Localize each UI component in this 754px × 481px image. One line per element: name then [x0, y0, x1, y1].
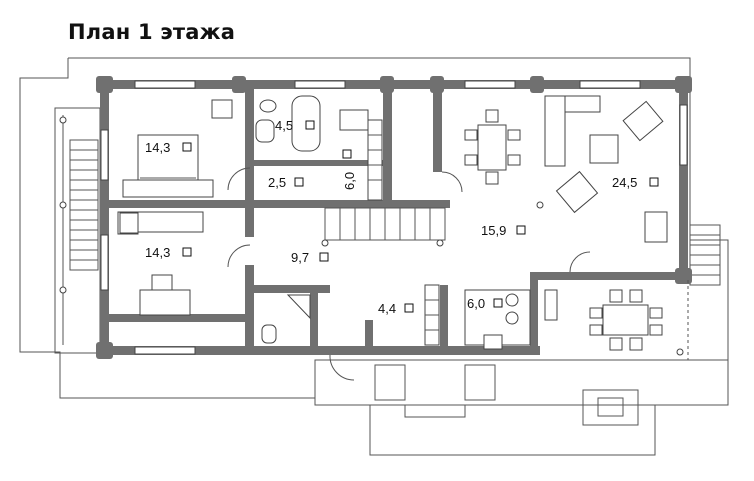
area-square-icon	[649, 177, 659, 187]
room-label-hall-small: 2,5	[268, 175, 304, 190]
area-square-icon	[319, 252, 329, 262]
area-text: 9,7	[291, 250, 309, 265]
area-square-icon	[404, 303, 414, 313]
door-swings	[227, 167, 591, 381]
room-label-bedroom-1: 14,3	[145, 140, 192, 155]
room-label-corridor: 9,7	[291, 250, 329, 265]
room-label-stair-hall: 15,9	[481, 223, 526, 238]
dining-set-1	[464, 109, 521, 185]
area-square-icon	[516, 225, 526, 235]
room-label-bedroom-2: 14,3	[145, 245, 192, 260]
porch-outline	[314, 359, 729, 406]
room-label-bathroom: 4,5	[275, 118, 315, 133]
sauna-bench	[367, 119, 383, 201]
area-text: 15,9	[481, 223, 506, 238]
fireplace	[644, 211, 668, 243]
area-text: 14,3	[145, 140, 170, 155]
area-text: 6,0	[467, 296, 485, 311]
sofa-set	[544, 95, 619, 167]
area-text: 2,5	[268, 175, 286, 190]
interior-walls	[100, 82, 538, 355]
area-square-icon	[182, 142, 192, 152]
area-text: 4,5	[275, 118, 293, 133]
entrance-porch	[374, 364, 639, 426]
windows	[100, 80, 688, 355]
room-label-kitchen: 6,0	[467, 296, 503, 311]
area-square-icon	[294, 177, 304, 187]
dining-set-2	[589, 289, 663, 351]
right-stairs	[689, 224, 721, 286]
toilet-room	[261, 294, 311, 344]
terrace-outline	[19, 57, 729, 456]
area-square-icon	[342, 149, 352, 159]
area-text: 24,5	[612, 175, 637, 190]
area-text: 6,0	[342, 172, 357, 190]
main-stairs	[324, 207, 446, 241]
area-square-icon	[305, 120, 315, 130]
room-label-living-room: 24,5	[612, 175, 659, 190]
area-square-icon	[493, 298, 503, 308]
area-text: 4,4	[378, 301, 396, 316]
nightstand	[211, 99, 233, 119]
area-square-icon	[182, 247, 192, 257]
page-title: План 1 этажа	[68, 20, 236, 44]
left-stairs	[69, 139, 99, 271]
room-label-storage: 4,4	[378, 301, 414, 316]
area-text: 14,3	[145, 245, 170, 260]
columns	[321, 201, 684, 356]
room-label-sauna: 6,0	[342, 149, 357, 190]
storage-shelves	[424, 284, 440, 346]
armchairs	[555, 100, 664, 214]
